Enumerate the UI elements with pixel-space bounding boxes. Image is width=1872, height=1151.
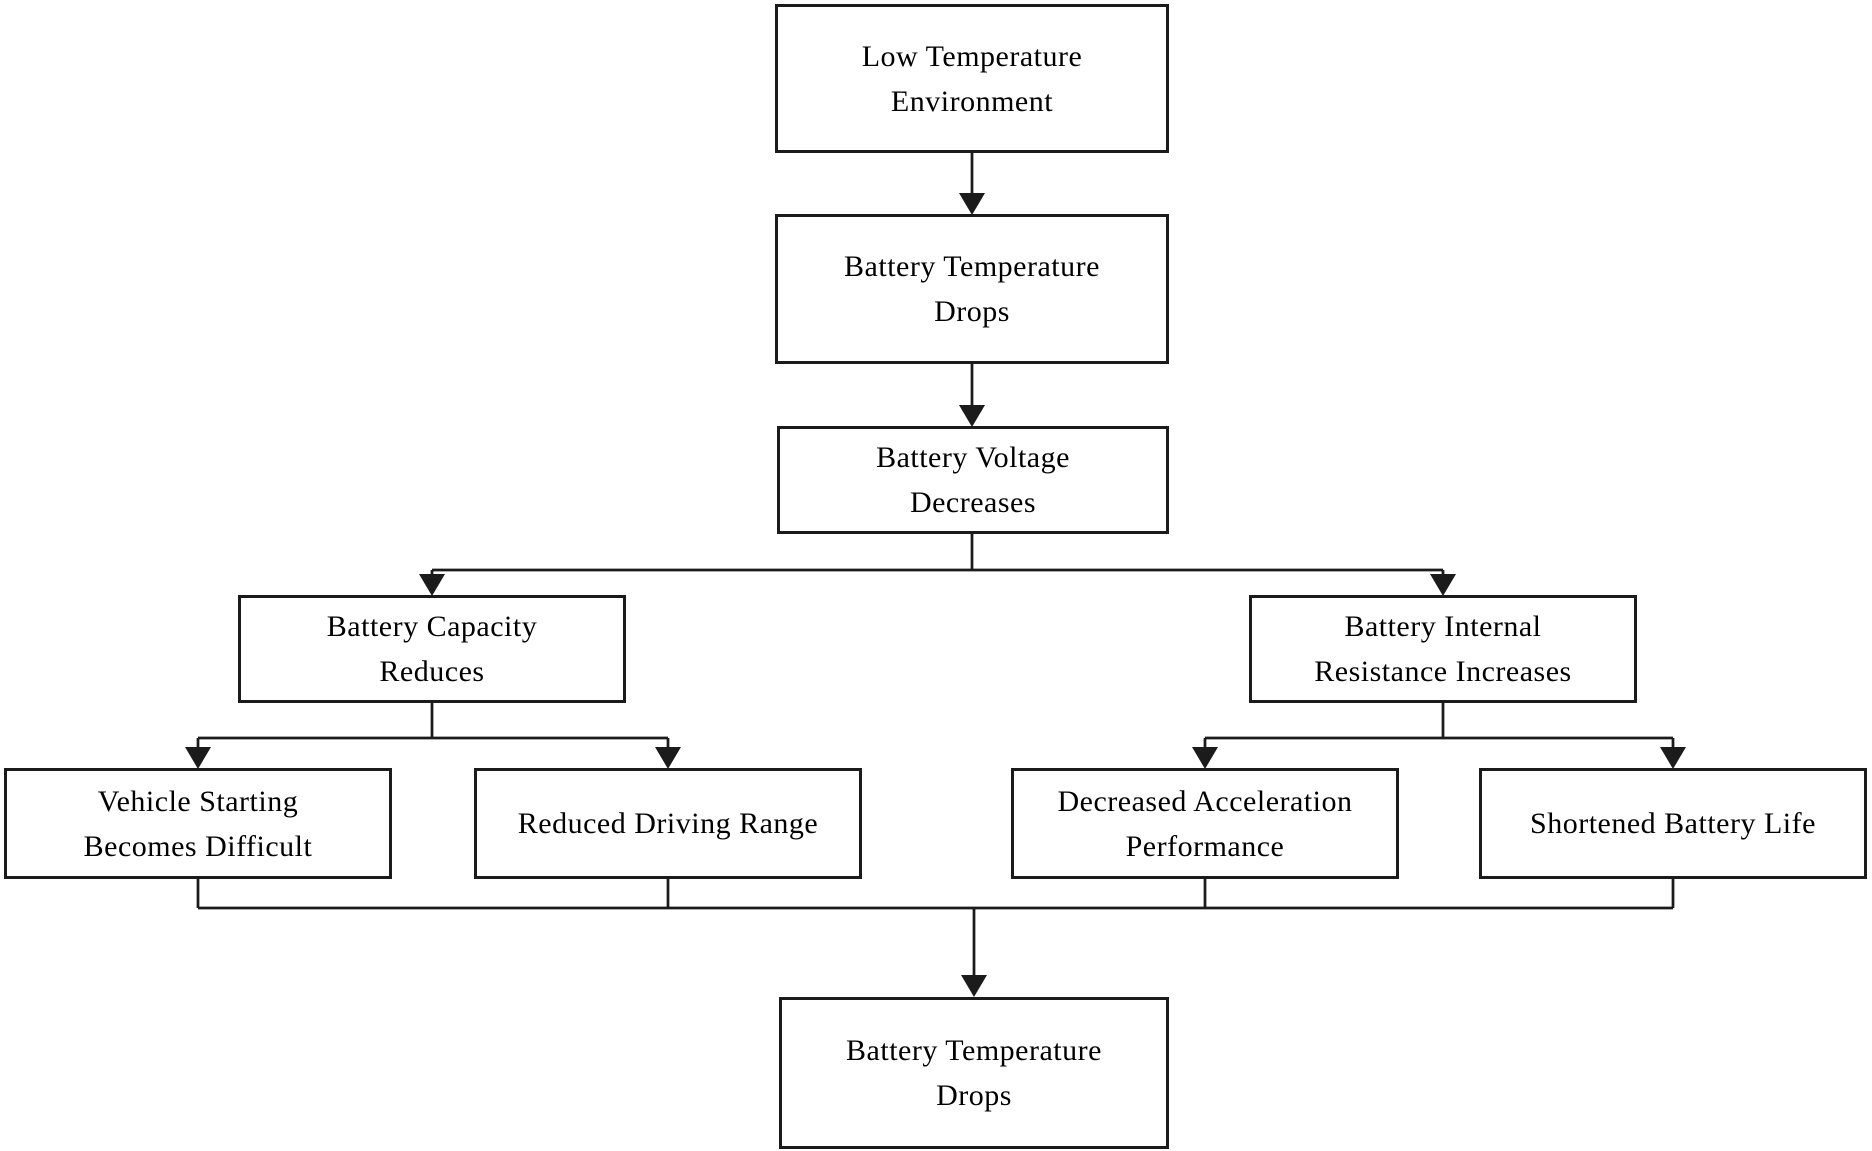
flow-node-battery-internal-resistance-increases: Battery Internal Resistance Increases: [1249, 595, 1637, 703]
flow-node-battery-capacity-reduces: Battery Capacity Reduces: [238, 595, 626, 703]
node-label: Battery Temperature Drops: [844, 250, 1100, 328]
arrowhead-icon: [185, 747, 211, 769]
arrowhead-icon: [1660, 747, 1686, 769]
node-label: Battery Voltage Decreases: [876, 441, 1070, 519]
flow-node-battery-temperature-drops: Battery Temperature Drops: [775, 214, 1169, 364]
node-label: Shortened Battery Life: [1530, 807, 1816, 840]
edge-low-temp-to-batt-temp: [959, 153, 985, 215]
edge-voltage-branch: [419, 534, 1456, 596]
node-label: Vehicle Starting Becomes Difficult: [83, 784, 313, 863]
node-label: Battery Temperature Drops: [846, 1034, 1102, 1112]
arrowhead-icon: [959, 405, 985, 427]
arrowhead-icon: [655, 747, 681, 769]
edge-capacity-branch: [185, 703, 681, 769]
arrowhead-icon: [961, 975, 987, 997]
edge-batt-temp-to-voltage: [959, 364, 985, 427]
node-label: Battery Internal Resistance Increases: [1314, 610, 1572, 688]
arrowhead-icon: [1192, 747, 1218, 769]
flow-node-low-temperature-environment: Low Temperature Environment: [775, 4, 1169, 153]
edge-merge-to-final: [196, 873, 1675, 997]
arrowhead-icon: [1430, 574, 1456, 596]
node-label: Battery Capacity Reduces: [326, 610, 538, 688]
flow-node-battery-temperature-drops-final: Battery Temperature Drops: [779, 997, 1169, 1149]
flow-node-reduced-driving-range: Reduced Driving Range: [474, 768, 862, 879]
flow-node-shortened-battery-life: Shortened Battery Life: [1479, 768, 1867, 879]
arrowhead-icon: [959, 193, 985, 215]
edge-resistance-branch: [1192, 703, 1686, 769]
flow-node-battery-voltage-decreases: Battery Voltage Decreases: [777, 426, 1169, 534]
flow-node-vehicle-starting-becomes-difficult: Vehicle Starting Becomes Difficult: [4, 768, 392, 879]
node-label: Low Temperature Environment: [861, 39, 1083, 118]
node-label: Decreased Acceleration Performance: [1057, 784, 1353, 863]
arrowhead-icon: [419, 574, 445, 596]
node-label: Reduced Driving Range: [517, 807, 819, 840]
flow-node-decreased-acceleration-performance: Decreased Acceleration Performance: [1011, 768, 1399, 879]
